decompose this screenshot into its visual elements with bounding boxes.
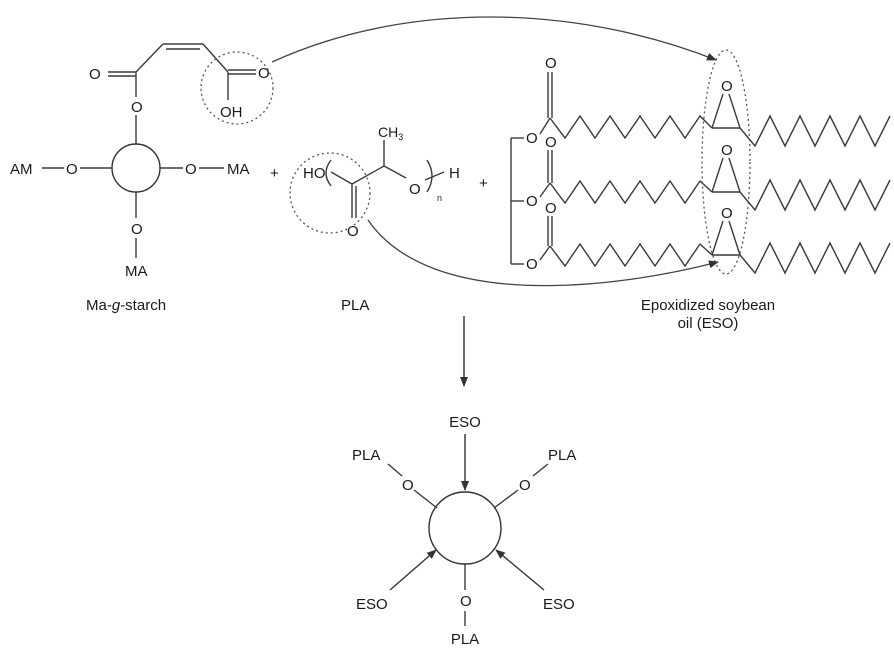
plus-sign: + — [479, 175, 488, 192]
atom-o: O — [526, 256, 538, 273]
methyl-label: CH3 — [378, 124, 403, 142]
ma-g-starch-structure: AM O O MA O MA O O O OH — [10, 43, 274, 280]
reaction-arrow-hydroxyl-to-epoxide — [367, 219, 719, 287]
product-structure: ESO PLA O PLA O ESO ESO O PLA — [352, 414, 576, 648]
atom-o: O — [545, 55, 557, 72]
eso-bond-arrow — [495, 549, 545, 591]
atom-o: O — [526, 130, 538, 147]
atom-o: O — [519, 477, 531, 494]
hydroxyl-label: OH — [220, 104, 243, 121]
pla-label: PLA — [548, 447, 576, 464]
ma-g-starch-label: Ma-g-starch — [86, 297, 166, 314]
atom-o: O — [526, 193, 538, 210]
starch-core-circle — [111, 143, 161, 193]
epoxide-oxygen: O — [721, 205, 733, 222]
atom-o: O — [545, 200, 557, 217]
eso-label: ESO — [356, 596, 388, 613]
plus-sign: + — [270, 165, 279, 182]
eso-label-line2: oil (ESO) — [678, 315, 739, 332]
atom-o: O — [66, 161, 78, 178]
eso-label: ESO — [543, 596, 575, 613]
carboxyl-highlight-circle — [200, 51, 274, 125]
atom-o: O — [258, 65, 270, 82]
atom-o: O — [460, 593, 472, 610]
epoxide-oxygen: O — [721, 142, 733, 159]
ma-label: MA — [125, 263, 148, 280]
eso-structure: O O O O O O O O O — [510, 49, 891, 275]
atom-o: O — [347, 223, 359, 240]
ma-label: MA — [227, 161, 250, 178]
epoxide-highlight-ellipse — [701, 49, 751, 275]
product-core-circle — [428, 491, 502, 565]
atom-o: O — [89, 66, 101, 83]
pla-label: PLA — [341, 297, 369, 314]
am-label: AM — [10, 161, 33, 178]
pla-label: PLA — [352, 447, 380, 464]
atom-o: O — [185, 161, 197, 178]
ho-label: HO — [303, 165, 326, 182]
atom-o: O — [545, 134, 557, 151]
atom-o: O — [131, 221, 143, 238]
repeat-n-label: n — [437, 193, 442, 203]
hydrogen-label: H — [449, 165, 460, 182]
atom-o: O — [409, 181, 421, 198]
atom-o: O — [131, 99, 143, 116]
eso-label: ESO — [449, 414, 481, 431]
reaction-arrow-carboxyl-to-epoxide — [271, 16, 717, 63]
eso-bond-arrow — [389, 549, 437, 591]
pla-label: PLA — [451, 631, 479, 648]
eso-label-line1: Epoxidized soybean — [641, 297, 775, 314]
hydroxyl-highlight-circle — [289, 152, 371, 234]
pla-structure: HO O CH3 O n H — [289, 124, 460, 240]
atom-o: O — [402, 477, 414, 494]
epoxide-oxygen: O — [721, 78, 733, 95]
